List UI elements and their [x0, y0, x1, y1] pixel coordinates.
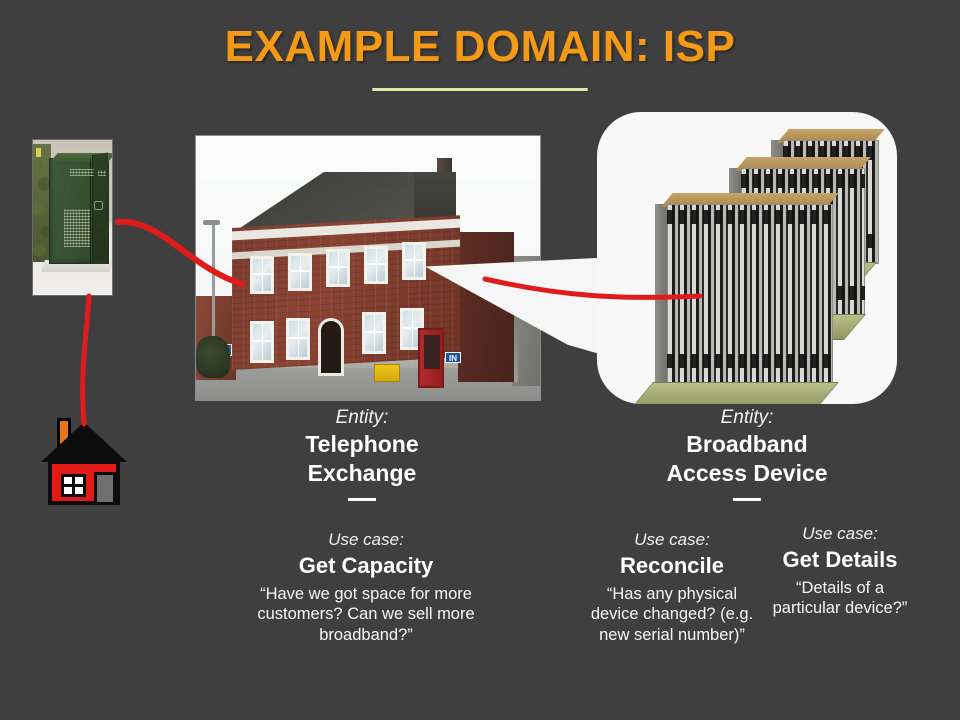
building-entrance-door	[318, 318, 344, 376]
telephone-exchange-photo: IN	[195, 135, 541, 401]
building-window-upper-3	[326, 249, 350, 287]
use-case-quote: “Details of a particular device?”	[772, 578, 908, 618]
use-case-kicker: Use case:	[802, 524, 878, 543]
use-case-reconcile: Use case: Reconcile “Has any physical de…	[583, 529, 761, 646]
shelf-front-base-rail	[631, 382, 839, 404]
building-window-lower-2	[286, 318, 310, 360]
rack-stage	[597, 112, 897, 404]
shelf-front-handles-top	[667, 210, 833, 224]
cabinet-body	[49, 152, 112, 264]
entity-divider-dash	[733, 498, 761, 502]
building-window-upper-5	[402, 242, 426, 280]
use-case-kicker: Use case:	[634, 530, 710, 549]
use-case-name: Get Details	[782, 547, 898, 573]
broadband-access-device-photo	[597, 112, 897, 404]
shelf-middle-handles-top	[741, 174, 865, 188]
use-case-name: Reconcile	[620, 553, 724, 579]
use-case-get-details: Use case: Get Details “Details of a part…	[760, 523, 920, 619]
connector-house-to-cabinet	[80, 293, 92, 427]
entity-name-line-1: Broadband	[686, 430, 808, 457]
entity-name-line-2: Exchange	[307, 459, 417, 486]
entity-telephone-exchange: Entity: Telephone Exchange	[247, 406, 477, 502]
use-case-name: Get Capacity	[298, 553, 434, 579]
use-case-quote: “Has any physical device changed? (e.g. …	[590, 584, 754, 645]
cabinet-vent-upper-left	[70, 169, 94, 176]
entity-divider-dash	[348, 498, 376, 502]
house-body-icon	[48, 460, 120, 505]
equipment-shelf-front	[631, 193, 839, 404]
house-door-icon	[94, 472, 116, 505]
cabinet-hedge	[33, 144, 51, 262]
use-case-quote: “Have we got space for more customers? C…	[257, 584, 475, 645]
entity-kicker: Entity:	[720, 407, 774, 428]
use-case-get-capacity: Use case: Get Capacity “Have we got spac…	[246, 529, 486, 646]
entrance-sign: IN	[445, 352, 461, 363]
shelf-front-handles-bottom	[667, 354, 833, 368]
cabinet-vent-upper-right	[98, 170, 106, 176]
title-underline-rule	[372, 88, 588, 91]
entity-kicker: Entity:	[335, 407, 389, 428]
house-icon	[41, 414, 127, 509]
house-roof-icon	[41, 422, 127, 462]
street-cabinet-photo	[32, 139, 113, 296]
page-title: EXAMPLE DOMAIN: ISP	[224, 22, 736, 71]
cabinet-lock	[94, 201, 103, 210]
building-window-lower-3	[362, 312, 386, 354]
use-case-kicker: Use case:	[328, 530, 404, 549]
building-window-lower-1	[250, 321, 274, 363]
red-phone-box	[418, 328, 444, 388]
cabinet-vent-main	[64, 209, 90, 247]
building-window-upper-1	[250, 256, 274, 294]
shelf-back-handles-top	[783, 146, 879, 160]
cabinet-door-seam	[90, 159, 91, 263]
entity-name-line-2: Access Device	[666, 459, 828, 486]
entity-broadband-access-device: Entity: Broadband Access Device	[632, 406, 862, 502]
house-window-icon	[61, 474, 86, 497]
roadside-bush	[196, 336, 230, 378]
building-window-upper-4	[364, 246, 388, 284]
entity-name-line-1: Telephone	[305, 430, 419, 457]
cabinet-label-sticker	[36, 148, 41, 157]
building-window-upper-2	[288, 253, 312, 291]
grit-bin	[374, 364, 400, 382]
